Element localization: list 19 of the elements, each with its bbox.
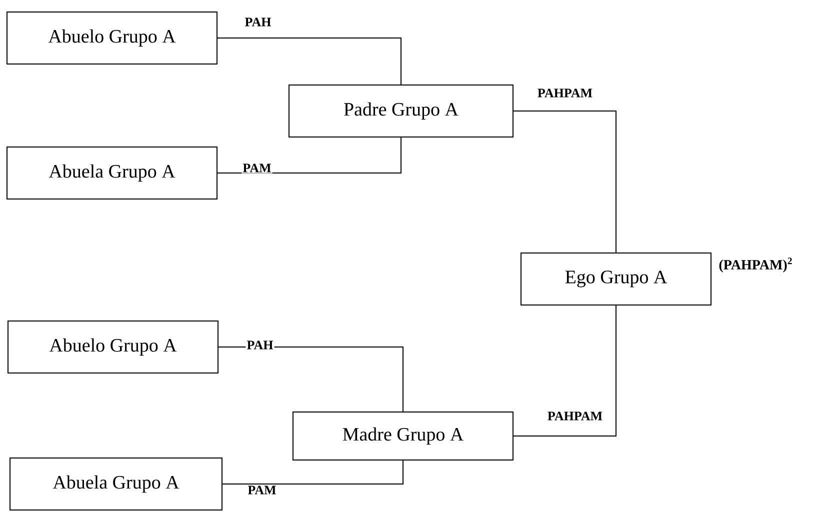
- person-box: Padre Grupo A: [288, 84, 514, 138]
- edge-label: PAHPAM: [538, 88, 592, 98]
- person-box: Abuelo Grupo A: [6, 12, 218, 64]
- probability-label: (PAHPAM)$^{2}$: [719, 258, 792, 272]
- connector-line: [513, 110, 616, 253]
- edge-label: PAHPAM: [548, 412, 602, 420]
- person-box: Ego Grupo A: [520, 252, 712, 306]
- connector-line: [513, 304, 616, 436]
- connector-line: [217, 38, 402, 85]
- person-box: Abuela Grupo A: [6, 146, 218, 200]
- connector-line: [222, 460, 404, 484]
- edge-label: PAH: [245, 18, 272, 26]
- person-box: Abuela Grupo A: [10, 457, 222, 510]
- connector-line: [218, 346, 404, 412]
- edge-label: PAH: [246, 340, 274, 350]
- edge-label: PAM: [248, 486, 276, 494]
- person-box: Madre Grupo A: [292, 411, 514, 460]
- edge-label: PAM: [242, 164, 271, 172]
- person-box: Abuelo Grupo A: [8, 320, 218, 374]
